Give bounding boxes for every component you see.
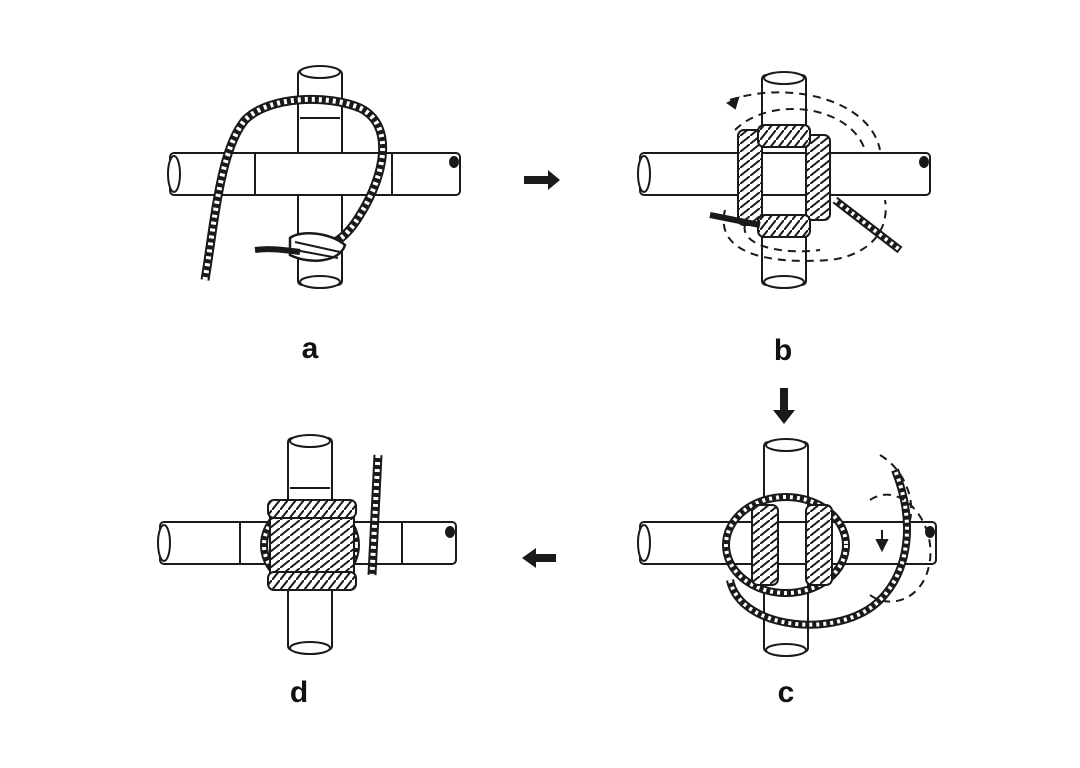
panel-label-c: c [777,676,795,709]
panel-d-drawing [157,434,457,655]
panel-label-d: d [289,676,309,709]
arrow-right [524,170,560,190]
panel-label-b: b [773,334,793,367]
panel-a-drawing [167,65,461,289]
panel-c-drawing [637,438,937,657]
arrow-down [773,388,795,424]
panel-b-drawing [637,71,931,289]
panel-label-a: a [301,332,319,365]
arrow-left [522,548,556,568]
